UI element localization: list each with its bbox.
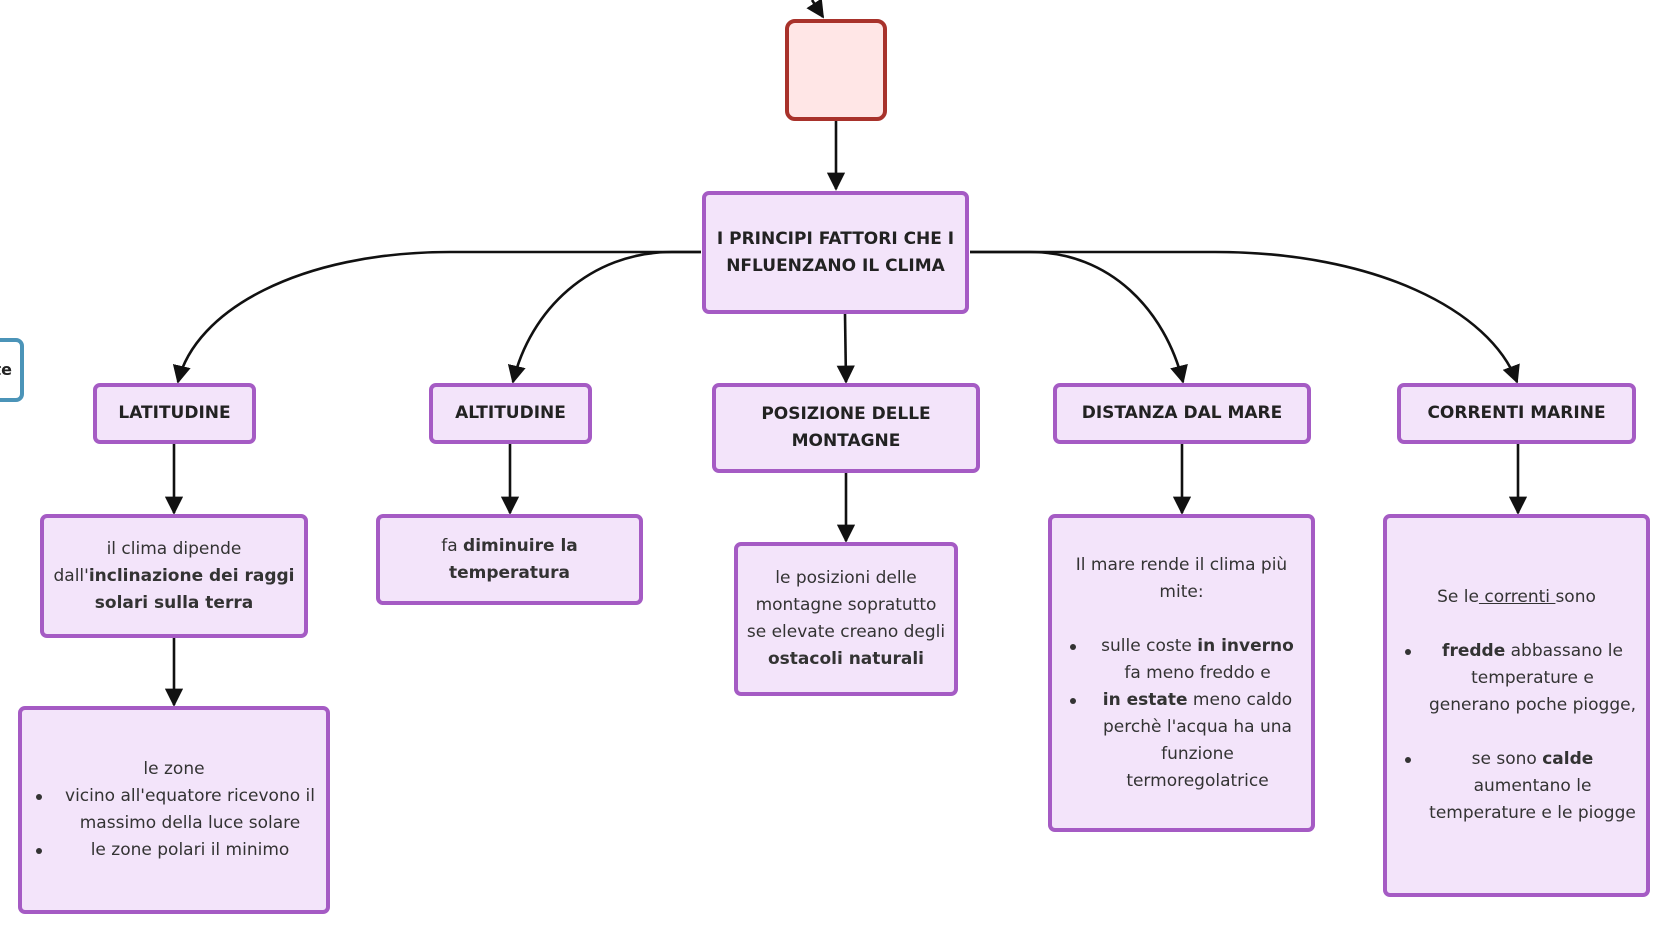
main-to-altitude-arrow — [507, 250, 701, 384]
factor-currents-node[interactable]: CORRENTI MARINE — [1397, 383, 1636, 444]
latitude-detail-line-1: il clima dipende — [106, 538, 242, 559]
list-item: vicino all'equatore ricevono il massimo … — [28, 783, 320, 837]
sea-detail-node[interactable]: Il mare rende il clima più mite: sulle c… — [1048, 514, 1315, 832]
latitude-zones-list: vicino all'equatore ricevono il massimo … — [28, 783, 320, 864]
main-to-latitude-arrow — [172, 250, 701, 384]
root-node[interactable] — [785, 19, 887, 121]
factor-altitude-node[interactable]: ALTITUDINE — [429, 383, 592, 444]
factor-currents-label: CORRENTI MARINE — [1427, 403, 1606, 423]
altitude-detail-node[interactable]: fa diminuire la temperatura — [376, 514, 643, 605]
currents-detail-list: fredde abbassano le temperature e genera… — [1397, 638, 1637, 827]
main-topic-line-2: NFLUENZANO IL CLIMA — [726, 255, 945, 276]
latitude-zones-intro: le zone — [143, 759, 205, 779]
factor-latitude-node[interactable]: LATITUDINE — [93, 383, 256, 444]
main-topic-line-1: I PRINCIPI FATTORI CHE I — [716, 228, 955, 249]
list-item: se sono calde aumentano le temperature e… — [1397, 746, 1637, 827]
latitude-detail-node[interactable]: il clima dipende dall'inclinazione dei r… — [40, 514, 308, 638]
main-topic-node[interactable]: I PRINCIPI FATTORI CHE I NFLUENZANO IL CL… — [702, 191, 969, 314]
sea-detail-intro: Il mare rende il clima più mite: — [1075, 554, 1288, 602]
mountains-detail-line-4: ostacoli naturali — [767, 649, 925, 669]
incoming-arrow — [806, 0, 825, 19]
latitude-detail-line-2: dall'inclinazione dei raggi — [53, 565, 295, 586]
list-item: le zone polari il minimo — [28, 837, 320, 864]
list-item: in estate meno caldo perchè l'acqua ha u… — [1062, 687, 1302, 795]
factor-altitude-label: ALTITUDINE — [455, 403, 566, 423]
main-to-currents-arrow — [970, 250, 1520, 384]
mountains-detail-line-2: montagne sopratutto — [755, 595, 937, 615]
offscreen-node[interactable]: te — [0, 338, 24, 402]
latitude-detail-line-3: solari sulla terra — [94, 592, 254, 613]
factor-latitude-label: LATITUDINE — [118, 403, 231, 423]
factor-sea-node[interactable]: DISTANZA DAL MARE — [1053, 383, 1311, 444]
factor-mountains-node[interactable]: POSIZIONE DELLE MONTAGNE — [712, 383, 980, 473]
factor-sea-label: DISTANZA DAL MARE — [1081, 403, 1283, 423]
mountains-detail-line-1: le posizioni delle — [775, 568, 917, 588]
main-to-mountains-arrow — [836, 313, 855, 384]
currents-detail-intro: Se le correnti sono — [1437, 587, 1596, 607]
factor-mountains-line-1: POSIZIONE DELLE — [761, 404, 931, 424]
mountains-detail-node[interactable]: le posizioni delle montagne sopratutto s… — [734, 542, 958, 696]
factor-mountains-line-2: MONTAGNE — [791, 431, 901, 451]
main-to-sea-arrow — [970, 250, 1188, 384]
altitude-detail-line-1: fa diminuire la — [441, 535, 578, 556]
list-spacer — [1397, 719, 1637, 746]
currents-detail-node[interactable]: Se le correnti sono fredde abbassano le … — [1383, 514, 1650, 897]
altitude-detail-line-2: temperatura — [448, 562, 570, 583]
list-item: fredde abbassano le temperature e genera… — [1397, 638, 1637, 719]
latitude-zones-node[interactable]: le zone vicino all'equatore ricevono il … — [18, 706, 330, 914]
mountains-detail-line-3: se elevate creano degli — [746, 622, 946, 642]
